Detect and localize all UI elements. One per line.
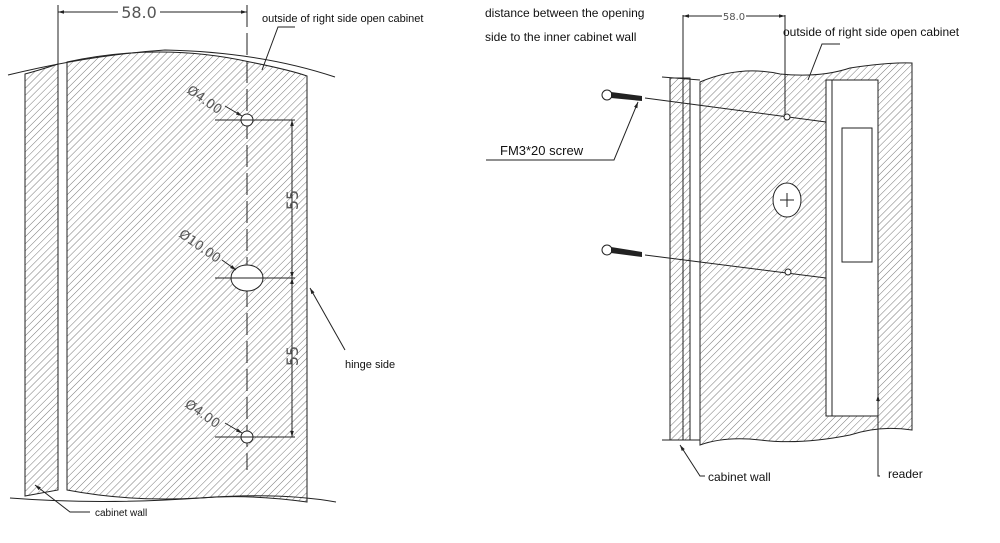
spacing-top: 55 [283,190,302,210]
reader [825,79,879,417]
screw-bottom-icon [601,244,642,257]
right-door-panel [699,62,913,446]
reader-label: reader [888,467,923,481]
cabinet-wall-label: cabinet wall [95,508,147,519]
spacing-bottom: 55 [283,346,302,366]
right-drawing: 58.0 FM3*20 screw distance between the o… [485,6,960,484]
right-cabinet-wall-label: cabinet wall [708,470,771,484]
right-outside-label: outside of right side open cabinet [783,25,960,39]
outside-label: outside of right side open cabinet [262,13,423,25]
left-top-edge [7,49,336,78]
left-drawing: 58.0 55 55 Ø4.00 Ø10.00 Ø4.00 outside of… [7,3,423,519]
left-bottom-edge [9,495,337,503]
screw-label: FM3*20 screw [500,143,584,158]
left-cabinet-wall [24,63,59,497]
hinge-side-label: hinge side [345,359,395,371]
reader-window [841,127,873,263]
screw-top-icon [601,89,642,101]
width-dimension: 58.0 [121,3,157,22]
distance-label-line2: side to the inner cabinet wall [485,30,636,44]
right-width-dimension: 58.0 [723,12,745,23]
distance-label-line1: distance between the opening [485,6,644,20]
